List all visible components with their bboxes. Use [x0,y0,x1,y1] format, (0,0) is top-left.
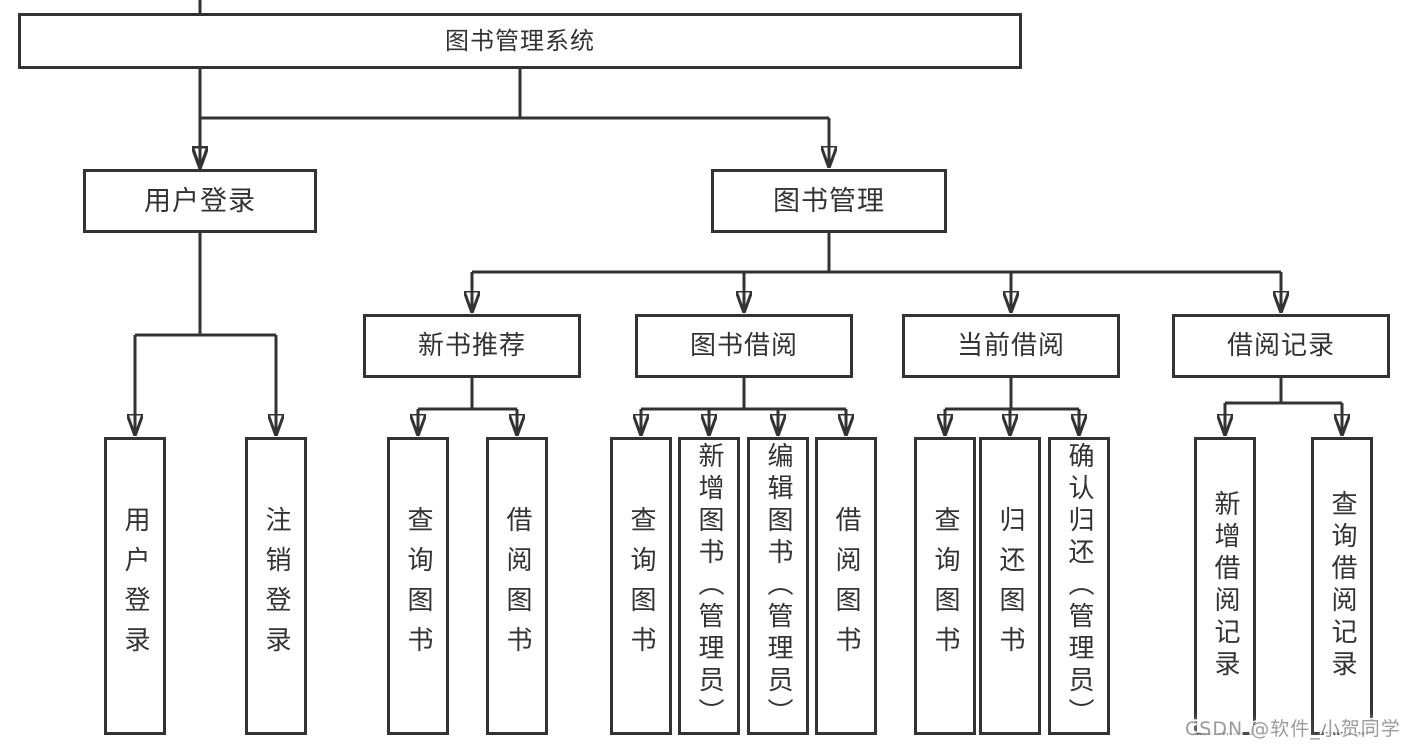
leaf-query-borrow-record: 查询借阅记录 [1311,437,1373,735]
connector-root-to-level2 [200,0,829,168]
connector-book-management-children [472,233,1281,312]
connector-borrow-records-children [1225,377,1342,435]
leaf-label: 归还图书 [995,506,1025,666]
node-label: 新书推荐 [417,331,526,361]
leaf-label: 新增借阅记录 [1210,490,1240,682]
leaf-label: 新增图书（管理员） [694,442,724,730]
node-label: 借阅记录 [1226,331,1335,361]
node-book-borrow: 图书借阅 [635,314,853,378]
leaf-logout-login: 注销登录 [245,437,307,735]
leaf-label: 查询借阅记录 [1327,490,1357,682]
leaf-add-borrow-record: 新增借阅记录 [1194,437,1256,735]
node-user-login: 用户登录 [83,169,317,233]
connector-current-borrow-children [945,378,1079,435]
node-library-management-system: 图书管理系统 [18,13,1022,69]
leaf-edit-books-admin: 编辑图书（管理员） [747,437,809,735]
leaf-label: 借阅图书 [502,506,532,666]
node-label: 图书管理系统 [445,27,595,55]
node-label: 图书借阅 [689,331,798,361]
leaf-label: 用户登录 [120,506,150,666]
leaf-label: 查询图书 [930,506,960,666]
leaf-label: 查询图书 [403,506,433,666]
leaf-label: 编辑图书（管理员） [763,442,793,730]
leaf-return-books: 归还图书 [979,437,1041,735]
leaf-label: 查询图书 [626,506,656,666]
leaf-confirm-return-admin: 确认归还（管理员） [1048,437,1110,735]
leaf-add-books-admin: 新增图书（管理员） [678,437,740,735]
leaf-label: 注销登录 [261,506,291,666]
leaf-query-books-borrow: 查询图书 [610,437,672,735]
connector-user-login-children [135,233,276,435]
csdn-watermark: CSDN @软件_小贺同学 [1185,718,1401,740]
connector-book-borrow-children [641,378,846,435]
node-label: 用户登录 [144,185,256,217]
node-new-book-recommend: 新书推荐 [363,314,581,378]
node-label: 当前借阅 [956,331,1065,361]
leaf-label: 借阅图书 [831,506,861,666]
leaf-borrow-books-recommend: 借阅图书 [486,437,548,735]
leaf-borrow-books: 借阅图书 [815,437,877,735]
node-book-management: 图书管理 [711,169,947,233]
connector-new-book-recommend-children [418,378,517,435]
leaf-query-books-current: 查询图书 [914,437,976,735]
node-label: 图书管理 [773,185,885,217]
leaf-query-books-recommend: 查询图书 [387,437,449,735]
node-borrow-records: 借阅记录 [1172,314,1390,378]
leaf-user-login: 用户登录 [104,437,166,735]
node-current-borrow: 当前借阅 [902,314,1120,378]
leaf-label: 确认归还（管理员） [1064,442,1094,730]
